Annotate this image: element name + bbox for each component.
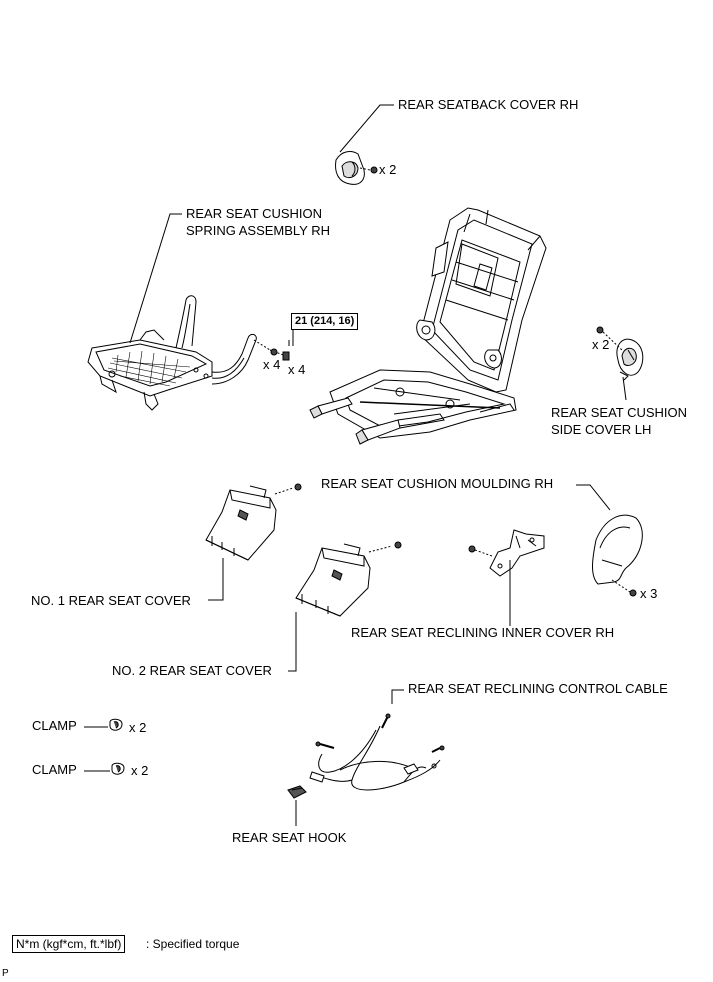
figure-code: P <box>2 968 9 979</box>
label-cushion-moulding-rh: REAR SEAT CUSHION MOULDING RH <box>321 476 554 491</box>
label-no1-rear-seat-cover: NO. 1 REAR SEAT COVER <box>31 593 191 608</box>
leader-moulding <box>576 484 611 511</box>
qty-moulding-screws: x 3 <box>640 586 658 601</box>
cushion-moulding-rh-part <box>592 514 643 585</box>
seatback-screw <box>359 166 378 174</box>
no1-rear-seat-cover-part <box>205 485 277 561</box>
side-cover-screw <box>596 326 623 351</box>
clamp-1-part <box>109 718 123 731</box>
leader-cable <box>391 689 404 704</box>
torque-legend-unit: N*m (kgf*cm, ft.*lbf) <box>12 935 126 953</box>
label-cushion-spring-line2: SPRING ASSEMBLY RH <box>186 223 331 238</box>
torque-spec-box: 21 (214, 16) <box>291 313 359 330</box>
leader-no1-cover <box>208 558 224 601</box>
inner-cover-screw <box>468 545 493 557</box>
no2-cover-screw <box>368 541 402 553</box>
no1-cover-screw <box>274 483 302 495</box>
label-rear-seat-hook: REAR SEAT HOOK <box>232 830 347 845</box>
qty-spring-bolts-b: x 4 <box>288 362 306 377</box>
label-cushion-spring-line1: REAR SEAT CUSHION <box>186 206 323 221</box>
label-reclining-control-cable: REAR SEAT RECLINING CONTROL CABLE <box>408 681 668 696</box>
leader-cushion-spring <box>129 213 182 344</box>
leader-no2-cover <box>288 612 297 672</box>
label-no2-rear-seat-cover: NO. 2 REAR SEAT COVER <box>112 663 272 678</box>
label-seatback-cover-rh: REAR SEATBACK COVER RH <box>398 97 579 112</box>
qty-side-cover-screws: x 2 <box>592 337 610 352</box>
leader-side-cover <box>622 376 627 401</box>
no2-rear-seat-cover-part <box>295 543 371 617</box>
label-clamp-2: CLAMP <box>32 762 77 777</box>
torque-legend-description: : Specified torque <box>146 937 240 951</box>
label-side-cover-line2: SIDE COVER LH <box>551 422 652 437</box>
side-cover-lh-part <box>616 338 644 381</box>
moulding-screw <box>611 579 637 597</box>
clamp-2-part <box>111 762 125 775</box>
label-clamp-1: CLAMP <box>32 718 77 733</box>
qty-clamp-1: x 2 <box>129 720 147 735</box>
reclining-inner-cover-part <box>489 529 545 577</box>
seatback-cover-rh-part <box>335 151 365 185</box>
qty-spring-bolts-a: x 4 <box>263 357 281 372</box>
leader-seatback-cover <box>339 104 394 153</box>
spring-bolts <box>253 339 290 361</box>
qty-seatback-screws: x 2 <box>379 162 397 177</box>
rear-seat-hook-part <box>287 785 307 799</box>
qty-clamp-2: x 2 <box>131 763 149 778</box>
seat-frame-part <box>309 207 547 445</box>
reclining-control-cable-part <box>309 713 445 791</box>
label-reclining-inner-cover-rh: REAR SEAT RECLINING INNER COVER RH <box>351 625 615 640</box>
cushion-spring-assembly-part <box>87 295 257 411</box>
label-side-cover-line1: REAR SEAT CUSHION <box>551 405 688 420</box>
